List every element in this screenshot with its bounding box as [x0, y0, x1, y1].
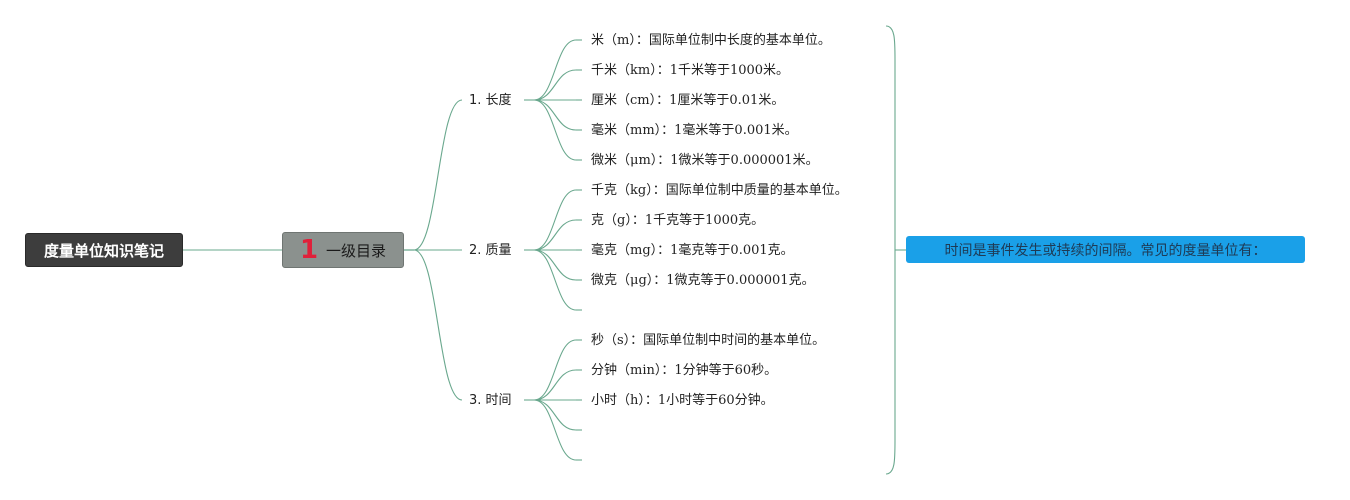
level1-node[interactable]: 1 一级目录 [282, 232, 404, 268]
root-node[interactable]: 度量单位知识笔记 [25, 233, 183, 267]
connector-category-leaf [533, 99, 577, 161]
connector-category-leaf [533, 249, 577, 281]
category-label: 3. 时间 [469, 393, 512, 408]
connector-category-leaf [533, 249, 577, 311]
leaf-second[interactable]: 秒（s）：国际单位制中时间的基本单位。 [591, 333, 826, 348]
root-label: 度量单位知识笔记 [43, 241, 164, 260]
connector-category-leaf [533, 69, 577, 101]
connector-category-leaf [533, 369, 577, 401]
connector-level1-category [413, 99, 463, 251]
category-time[interactable]: 3. 时间 [469, 392, 512, 410]
category-mass[interactable]: 2. 质量 [469, 242, 512, 260]
note-node[interactable]: 时间是事件发生或持续的间隔。常见的度量单位有： [906, 236, 1305, 263]
category-label: 2. 质量 [469, 243, 512, 258]
category-label: 1. 长度 [469, 93, 512, 108]
connector-category-leaf [533, 39, 577, 101]
leaf-hour[interactable]: 小时（h）：1小时等于60分钟。 [591, 393, 774, 408]
leaf-milligram[interactable]: 毫克（mg）：1毫克等于0.001克。 [591, 243, 794, 258]
connector-category-leaf [533, 99, 577, 131]
number-one-badge-icon: 1 [299, 235, 319, 265]
category-length[interactable]: 1. 长度 [469, 92, 512, 110]
connector-category-leaf [533, 189, 577, 251]
level1-label: 一级目录 [326, 241, 387, 260]
leaf-centimeter[interactable]: 厘米（cm）：1厘米等于0.01米。 [591, 93, 785, 108]
leaf-micrometer[interactable]: 微米（μm）：1微米等于0.000001米。 [591, 153, 819, 168]
leaf-millimeter[interactable]: 毫米（mm）：1毫米等于0.001米。 [591, 123, 798, 138]
leaf-gram[interactable]: 克（g）：1千克等于1000克。 [591, 213, 765, 228]
leaf-microgram[interactable]: 微克（μg）：1微克等于0.000001克。 [591, 273, 815, 288]
leaf-meter[interactable]: 米（m）：国际单位制中长度的基本单位。 [591, 33, 831, 48]
leaf-kilometer[interactable]: 千米（km）：1千米等于1000米。 [591, 63, 790, 78]
connector-level1-category [413, 249, 463, 401]
leaf-kilogram[interactable]: 千克（kg）：国际单位制中质量的基本单位。 [591, 183, 848, 198]
connector-category-leaf [533, 219, 577, 251]
leaf-minute[interactable]: 分钟（min）：1分钟等于60秒。 [591, 363, 778, 378]
note-label: 时间是事件发生或持续的间隔。常见的度量单位有： [944, 242, 1267, 259]
summary-bracket [885, 25, 896, 475]
connector-category-leaf [533, 399, 577, 461]
connector-category-leaf [533, 339, 577, 401]
connector-category-leaf [533, 399, 577, 431]
